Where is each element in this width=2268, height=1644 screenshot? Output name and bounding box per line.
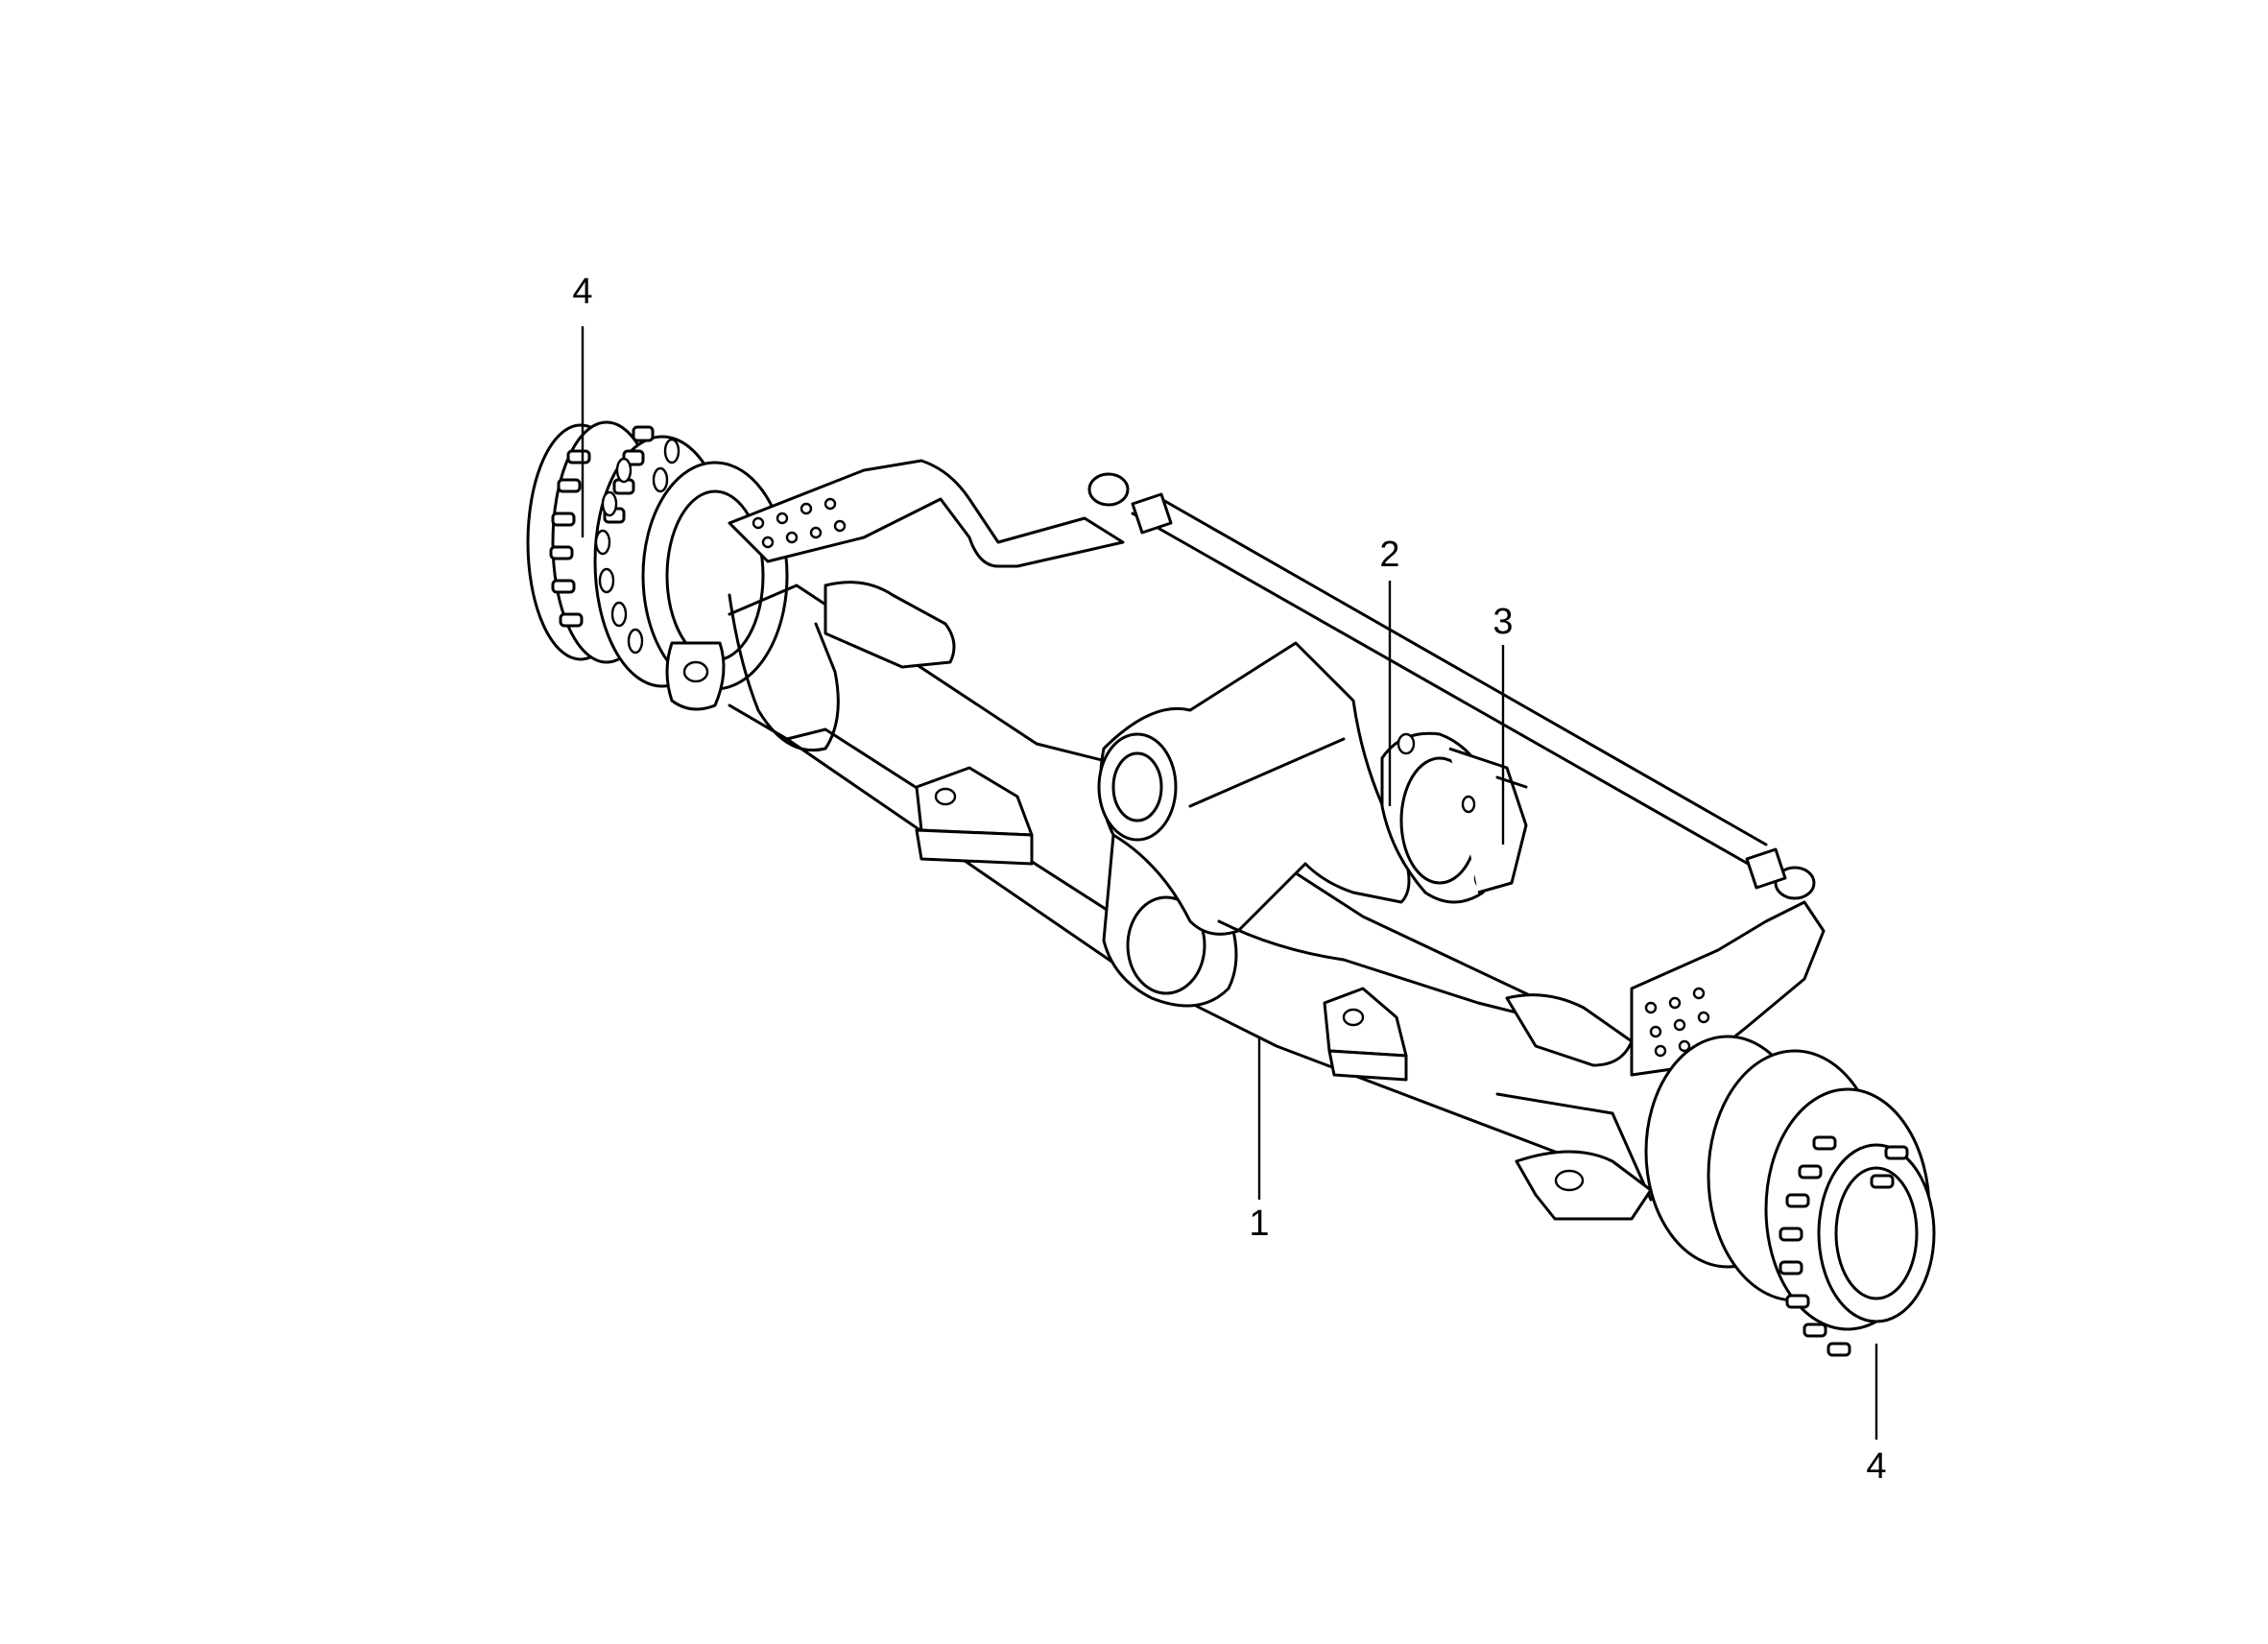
callout-differential-flange: 2 <box>1379 535 1399 575</box>
left-wheel-hub <box>526 420 789 691</box>
callout-hub-left: 4 <box>572 272 592 312</box>
track-rod <box>1087 472 1816 900</box>
callout-labels: 1 2 3 4 4 <box>572 272 1886 1487</box>
pinion-housing <box>1448 747 1528 894</box>
leader-lines <box>581 326 1878 1440</box>
spring-bracket-right <box>1323 987 1408 1082</box>
callout-axle-beam: 1 <box>1249 1203 1269 1244</box>
right-arm-bolt-pattern <box>1644 987 1710 1058</box>
right-wheel-hub <box>1644 1035 1936 1357</box>
callout-pinion-housing: 3 <box>1492 602 1513 642</box>
left-hub-holes <box>594 438 680 655</box>
spring-bracket-left <box>915 766 1034 866</box>
right-hub-bolts <box>1779 1135 1909 1357</box>
right-steering-arm <box>1505 900 1826 1077</box>
right-knuckle <box>1515 1150 1653 1221</box>
callout-hub-right: 4 <box>1866 1446 1886 1487</box>
left-steering-arm <box>665 459 1125 711</box>
left-arm-bolt-pattern <box>752 497 847 549</box>
torque-arm <box>1097 641 1634 1043</box>
